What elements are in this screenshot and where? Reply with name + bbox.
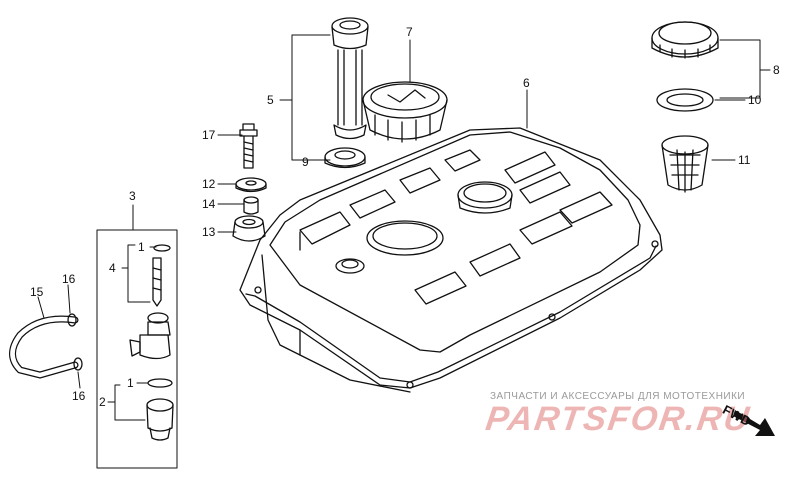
bolt: [239, 123, 258, 169]
callout-1-top: 1: [138, 240, 145, 254]
callout-17: 17: [202, 128, 216, 142]
callout-1-bottom: 1: [127, 376, 134, 390]
callout-16-top: 16: [62, 272, 76, 286]
collar: [243, 196, 259, 215]
callout-14: 14: [202, 197, 216, 211]
callout-4: 4: [109, 261, 116, 275]
cap-gasket: [656, 88, 714, 112]
fuel-gauge-unit: [362, 81, 448, 143]
callout-6: 6: [523, 76, 530, 90]
callout-7: 7: [406, 25, 413, 39]
watermark-tagline: ЗАПЧАСТИ И АКСЕССУАРЫ ДЛЯ МОТОТЕХНИКИ: [490, 391, 746, 402]
callout-16-bottom: 16: [72, 389, 86, 403]
fuel-tank: [239, 127, 663, 393]
callout-13: 13: [202, 225, 216, 239]
callout-5: 5: [267, 93, 274, 107]
callout-11: 11: [738, 153, 751, 167]
callout-10: 10: [748, 93, 762, 107]
leader-lines: [37, 34, 771, 421]
mount-rubber: [232, 215, 266, 242]
callout-15: 15: [30, 285, 44, 299]
callout-labels: 5 7 6 8 10 11 9 17 12 14 13 3 4 1 1 2 15…: [30, 25, 780, 409]
callout-8: 8: [773, 63, 780, 77]
forward-arrow-icon: [733, 410, 775, 436]
packing-9: [324, 147, 366, 169]
callout-12: 12: [202, 177, 216, 191]
callout-9: 9: [302, 155, 309, 169]
fuel-cock-assembly: [96, 229, 178, 469]
filler-screen: [661, 135, 709, 193]
washer: [235, 177, 267, 193]
callout-2: 2: [99, 395, 106, 409]
strainer-pipe: [331, 17, 369, 140]
callout-3: 3: [129, 189, 136, 203]
watermark-brand: PARTSFOR.RU: [483, 400, 754, 438]
fuel-hose: [9, 313, 83, 379]
fuel-cap: [651, 21, 719, 59]
